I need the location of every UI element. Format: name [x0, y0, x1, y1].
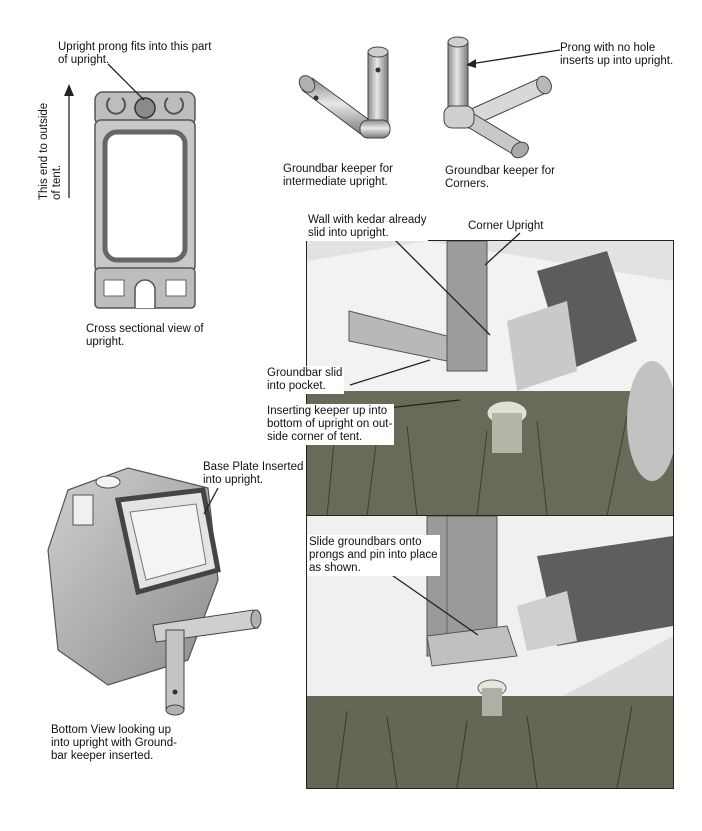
bottom-view-caption: Bottom View looking up into upright with… — [51, 724, 177, 762]
intermediate-keeper-caption: Groundbar keeper for intermediate uprigh… — [283, 163, 393, 188]
pointer-line — [203, 487, 219, 515]
wall-kedar-label: Wall with kedar already slid into uprigh… — [306, 213, 429, 241]
intermediate-keeper-diagram — [298, 46, 391, 139]
corner-keeper-diagram — [443, 36, 552, 159]
corner-keeper-caption: Groundbar keeper for Corners. — [445, 165, 555, 190]
cross-section-caption: Cross sectional view of upright. — [86, 323, 204, 348]
pointer-line — [466, 49, 561, 68]
pointer-line — [107, 63, 145, 101]
corner-upright-label: Corner Upright — [468, 220, 544, 232]
base-plate-label: Base Plate Inserted into upright. — [203, 461, 304, 486]
outside-arrow — [64, 84, 74, 198]
groundbar-slid-label: Groundbar slid into pocket. — [265, 366, 345, 394]
prong-no-hole-label: Prong with no hole inserts up into uprig… — [560, 42, 674, 67]
slide-groundbars-label: Slide groundbars onto prongs and pin int… — [307, 535, 440, 576]
inserting-keeper-label: Inserting keeper up into bottom of uprig… — [265, 404, 395, 445]
bottom-view-upright-diagram — [47, 467, 262, 716]
upright-prong-label: Upright prong fits into this part of upr… — [58, 41, 212, 66]
outside-end-label: This end to outside of tent. — [38, 102, 63, 200]
photo-inserting-keeper — [306, 240, 674, 517]
prong-hole — [134, 97, 156, 119]
pointer-line — [385, 570, 479, 636]
upright-cross-section-diagram — [94, 91, 196, 309]
pointer-lines-top-photo — [349, 232, 521, 411]
